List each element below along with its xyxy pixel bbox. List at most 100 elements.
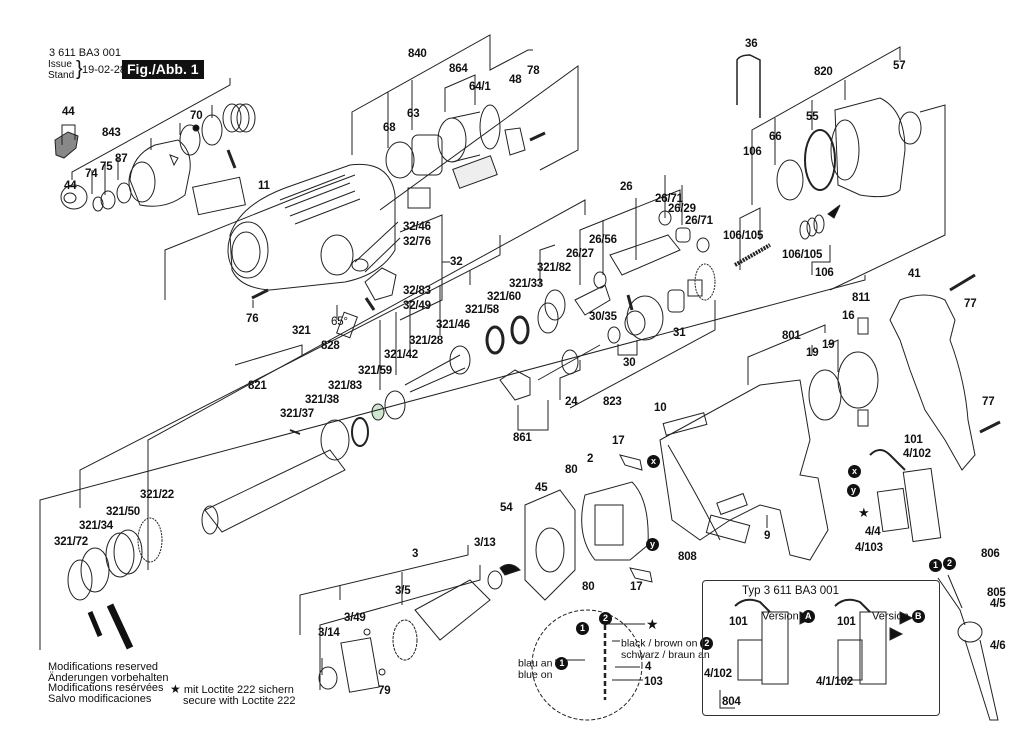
- label-101: 101: [904, 434, 923, 446]
- part-808-label: [705, 514, 751, 544]
- label-321-58: 321/58: [465, 304, 499, 316]
- inset-title: Typ 3 611 BA3 001: [742, 585, 839, 597]
- part-66: [776, 159, 804, 201]
- label-74: 74: [85, 168, 98, 180]
- issue-date: 19-02-28: [82, 64, 127, 76]
- inset-block-a: [737, 639, 763, 681]
- label-861: 861: [513, 432, 532, 444]
- arrow-version-b-1: [899, 611, 914, 625]
- label-4-103: 4/103: [855, 542, 883, 554]
- part-30-wobble: [624, 294, 664, 341]
- part-32-knob: [364, 267, 397, 301]
- label-321-33: 321/33: [509, 278, 543, 290]
- part-321-83-ring: [351, 417, 369, 447]
- label-80-b: 80: [582, 581, 595, 593]
- note-de: Änderungen vorbehalten: [48, 671, 169, 684]
- part-77-screw-a: [949, 273, 976, 292]
- part-321-22-gear: [137, 517, 163, 563]
- part-26-71-ring: [658, 210, 672, 226]
- label-3-14: 3/14: [318, 627, 340, 639]
- part-75-ring: [100, 190, 116, 210]
- blue-en: blue on: [518, 669, 553, 681]
- part-30-35-bushing: [607, 326, 621, 344]
- issue-label-en: Issue: [48, 59, 72, 70]
- leader-3: [299, 545, 481, 690]
- part-44-nose: [60, 184, 88, 210]
- label-17-a: 17: [612, 435, 625, 447]
- part-321-59: [371, 403, 385, 421]
- black-brown-badge: 2: [700, 637, 714, 650]
- label-48: 48: [509, 74, 522, 86]
- label-64-1: 64/1: [469, 81, 491, 93]
- label-26-27: 26/27: [566, 248, 594, 260]
- part-321-38: [320, 419, 350, 461]
- label-30-35: 30/35: [589, 311, 617, 323]
- note-fr: Modifications resérvées: [48, 682, 164, 694]
- part-321-34: [80, 547, 110, 593]
- issue-label: Issue Stand: [48, 59, 74, 81]
- label-843: 843: [102, 127, 121, 139]
- label-32-83: 32/83: [403, 285, 431, 297]
- detail-star-icon: ★: [646, 616, 659, 632]
- inset-switch-b: [859, 611, 887, 685]
- part-3-armature: [392, 579, 491, 661]
- label-26-71-a: 26/71: [655, 193, 683, 205]
- wire-101: [869, 449, 906, 471]
- part-843-sleeve: [128, 139, 191, 207]
- label-3-13: 3/13: [474, 537, 496, 549]
- label-70: 70: [190, 110, 203, 122]
- label-321-46: 321/46: [436, 319, 470, 331]
- label-2: 2: [587, 453, 594, 465]
- detail-badge-2: 2: [599, 612, 612, 625]
- leader-861: [517, 400, 549, 431]
- label-57: 57: [893, 60, 906, 72]
- loctite-de: mit Loctite 222 sichern: [183, 684, 294, 696]
- version-b-text: Version: [872, 610, 909, 623]
- part-64-1-washer: [479, 104, 501, 150]
- label-11: 11: [258, 180, 270, 192]
- part-321-50-spring: [105, 529, 143, 578]
- note-es: Salvo modificaciones: [48, 692, 152, 705]
- label-4: 4: [645, 661, 652, 673]
- part-3-49-plate: [340, 637, 380, 693]
- label-106-105-b: 106/105: [782, 249, 823, 261]
- wire-1-badge: 1: [929, 559, 942, 572]
- label-4-4: 4/4: [865, 526, 881, 538]
- brace: }: [76, 58, 83, 80]
- part-number: 3 611 BA3 001: [49, 47, 121, 59]
- label-75: 75: [100, 161, 113, 173]
- label-36: 36: [745, 38, 758, 50]
- label-864: 864: [449, 63, 468, 75]
- part-321-82-ring: [544, 289, 566, 321]
- inset-label-101-b: 101: [837, 616, 856, 628]
- leader-820: [739, 46, 946, 291]
- version-b-badge: B: [911, 610, 925, 623]
- label-77-b: 77: [982, 396, 995, 408]
- part-26-tube: [609, 234, 681, 276]
- part-801-motor-housing: [659, 379, 829, 561]
- part-16-brush-holder: [837, 351, 879, 409]
- leader-30: [617, 340, 638, 356]
- part-70-ball: [192, 124, 200, 132]
- part-icon-box: [407, 187, 431, 209]
- part-321-33: [537, 302, 559, 334]
- part-321-42: [384, 390, 406, 420]
- inset-label-4-1-102: 4/1/102: [816, 676, 853, 688]
- label-45: 45: [535, 482, 548, 494]
- part-32-76-oring: [351, 258, 369, 272]
- label-32: 32: [450, 256, 463, 268]
- part-26-27: [574, 284, 611, 316]
- label-106: 106: [743, 146, 762, 158]
- loctite-en: secure with Loctite 222: [183, 694, 296, 707]
- part-spring: [222, 103, 256, 133]
- leader-801: [39, 275, 866, 650]
- label-823: 823: [603, 396, 622, 408]
- label-840: 840: [408, 48, 427, 60]
- part-77-screw-b: [979, 420, 1001, 434]
- leader-11-frame: [164, 174, 356, 300]
- label-321-72: 321/72: [54, 536, 88, 548]
- label-19-b: 19: [822, 339, 835, 351]
- switch-variant-inset: [702, 580, 940, 716]
- label-820: 820: [814, 66, 833, 78]
- part-321-58-oring: [485, 325, 505, 355]
